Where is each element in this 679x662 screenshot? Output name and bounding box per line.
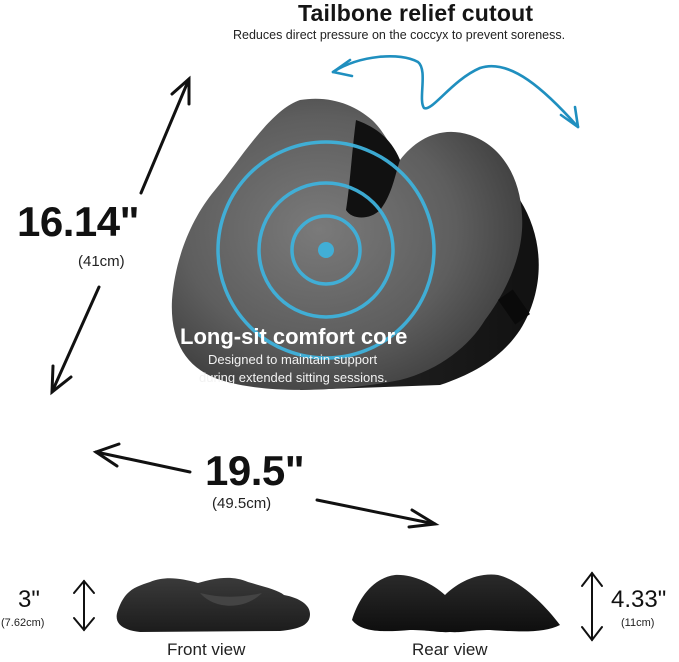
- front-view-label: Front view: [167, 640, 246, 659]
- tailbone-arrow-icon: [331, 55, 580, 129]
- rear-height-metric: (11cm): [621, 617, 655, 629]
- comfort-core-rings: [216, 140, 436, 360]
- front-height-value: 3": [18, 586, 40, 613]
- depth-value: 16.14": [17, 198, 140, 245]
- rear-height-value: 4.33": [611, 586, 667, 613]
- comfort-core-line1: Designed to maintain support: [208, 352, 378, 367]
- front-height-metric: (7.62cm): [1, 617, 45, 629]
- comfort-core-title: Long-sit comfort core: [180, 324, 408, 349]
- tailbone-subtitle: Reduces direct pressure on the coccyx to…: [233, 28, 566, 42]
- width-metric: (49.5cm): [212, 495, 272, 512]
- comfort-core-line2: during extended sitting sessions.: [199, 370, 388, 385]
- front-view-cushion: [116, 577, 310, 632]
- width-arrow-icon: [92, 442, 440, 529]
- depth-metric: (41cm): [78, 253, 125, 270]
- front-height-arrow-icon: [73, 579, 95, 632]
- rear-height-arrow-icon: [581, 571, 603, 642]
- width-value: 19.5": [205, 447, 305, 494]
- depth-arrow-icon: [50, 75, 191, 396]
- brand-tag: [498, 289, 530, 325]
- rear-view-cushion: [352, 574, 560, 633]
- seat-cushion-main: [171, 98, 539, 390]
- rear-view-label: Rear view: [412, 640, 488, 659]
- tailbone-title: Tailbone relief cutout: [298, 0, 534, 26]
